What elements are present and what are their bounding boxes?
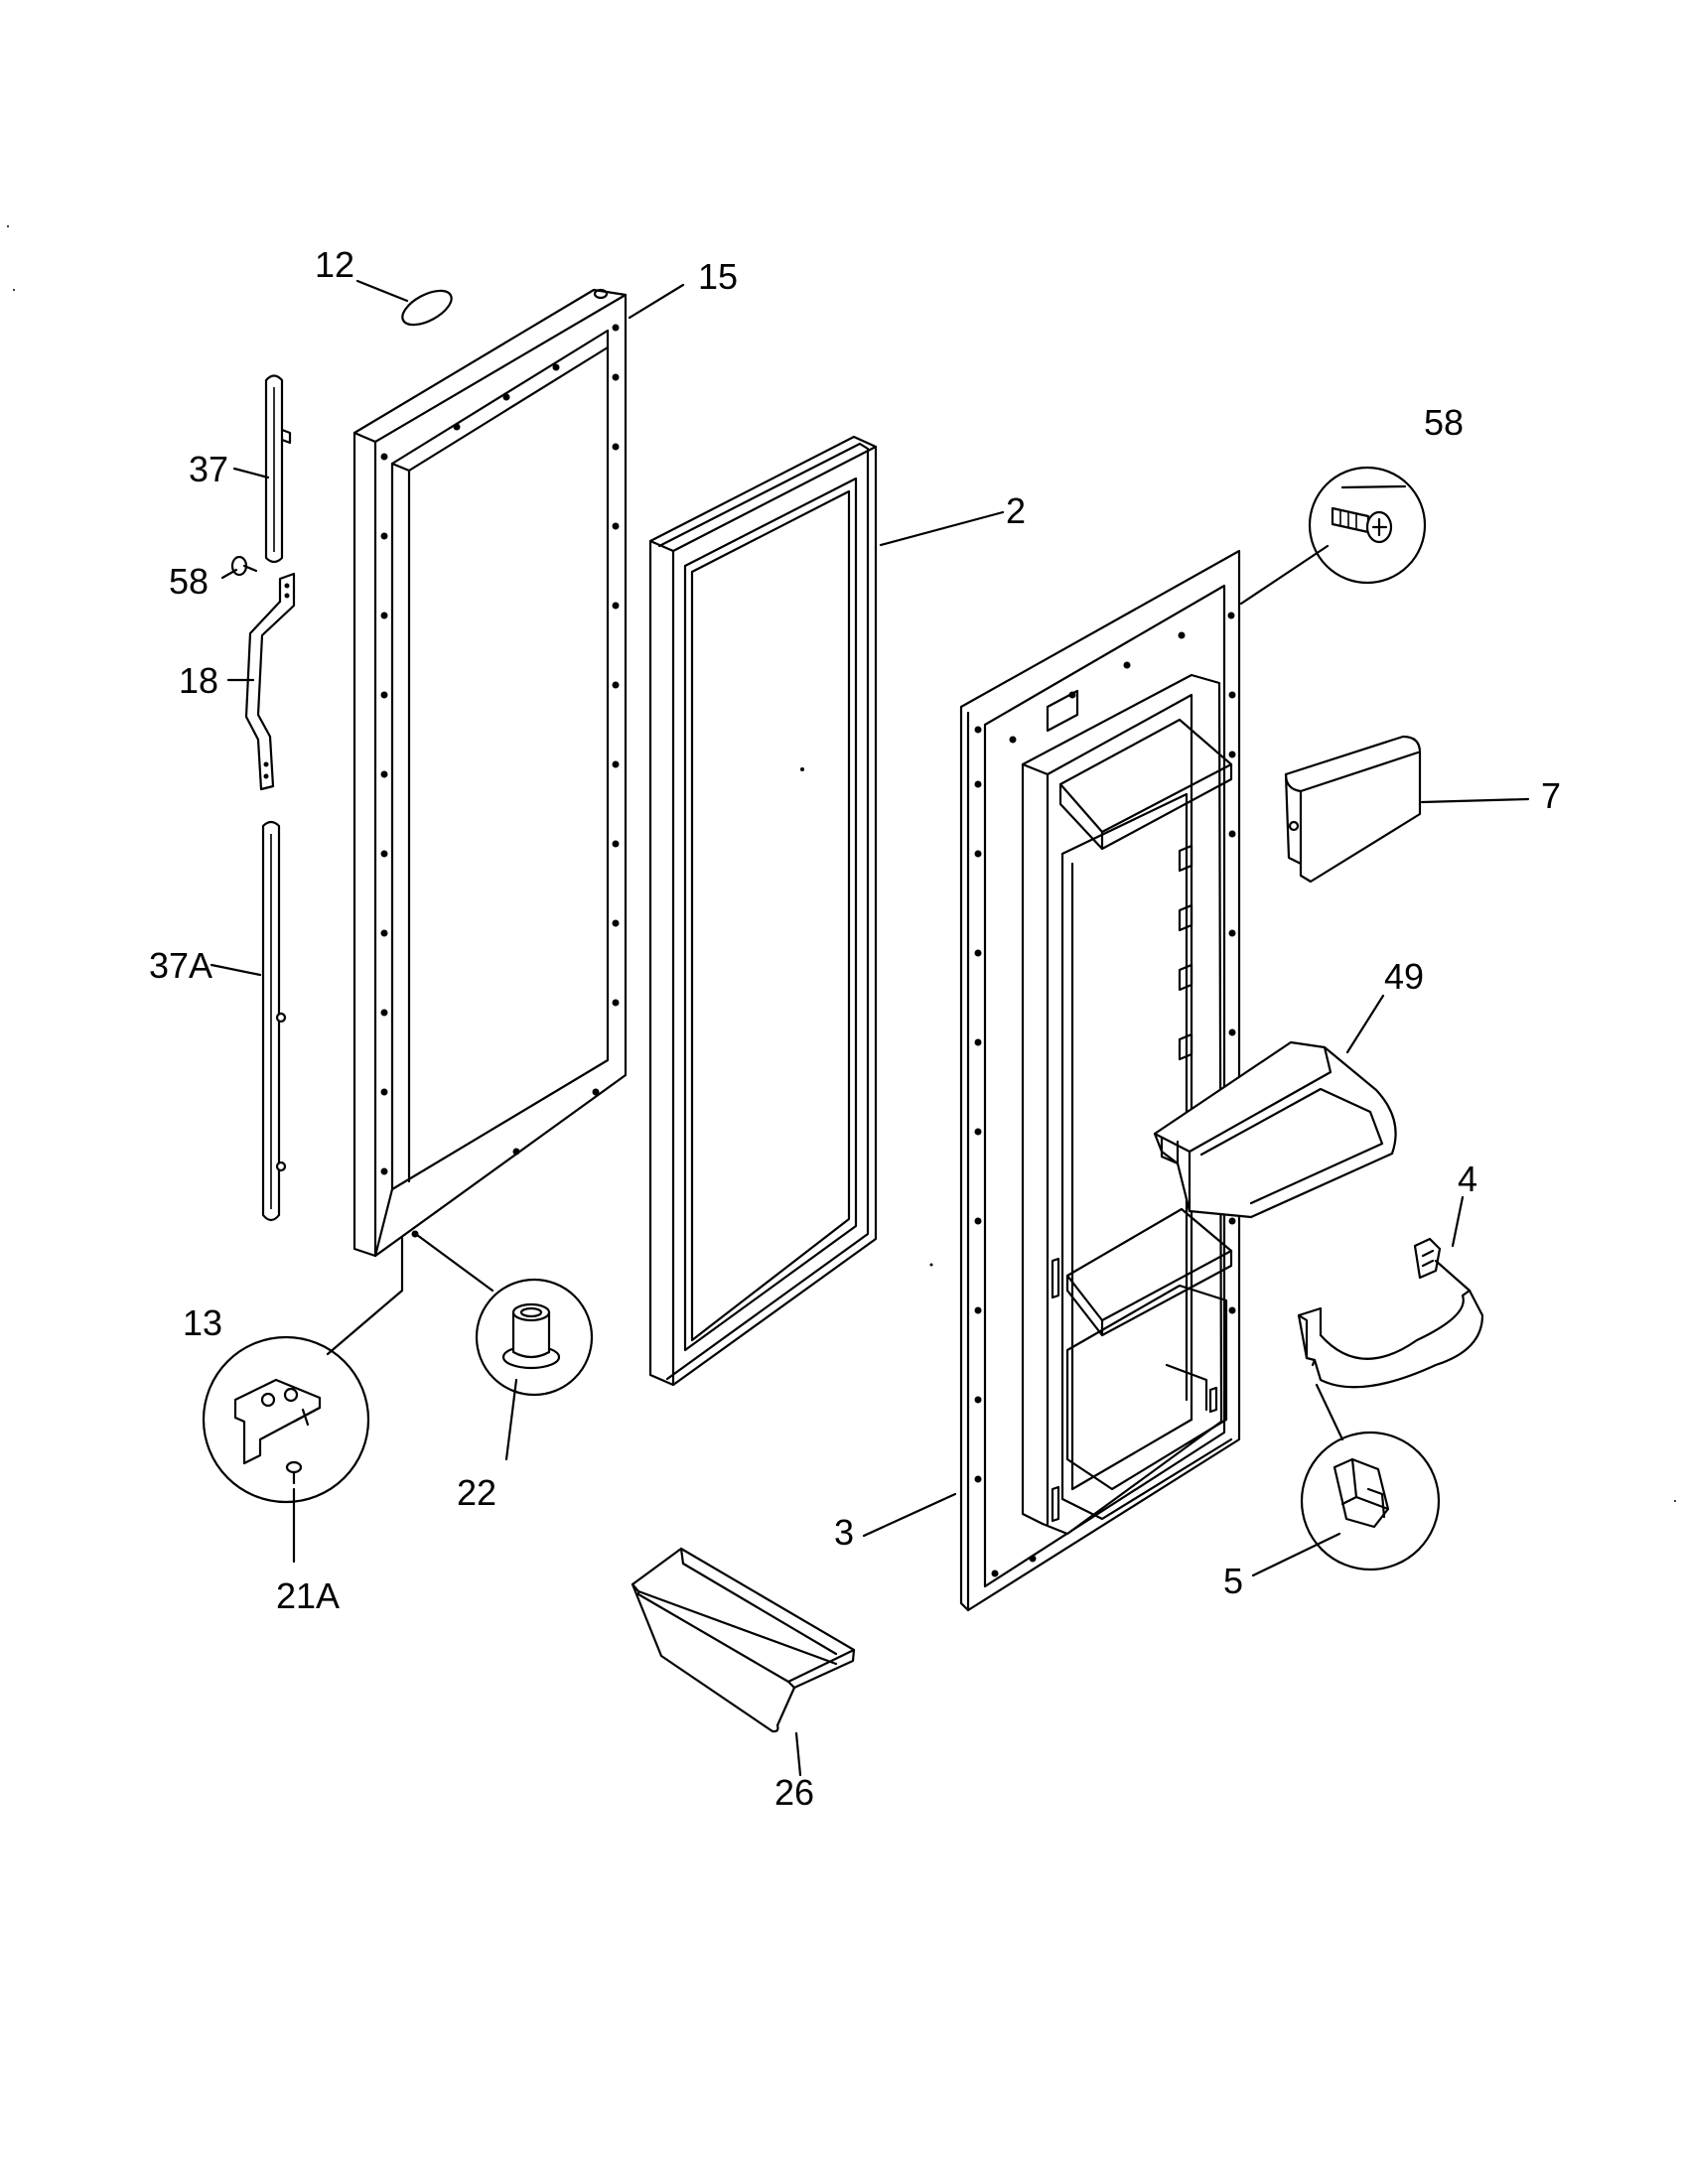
leader-lines (210, 279, 1530, 1777)
label-26: 26 (774, 1772, 814, 1813)
part-12-oval-plug (401, 289, 453, 327)
part-58-small-screw (230, 555, 258, 577)
label-13: 13 (183, 1302, 222, 1343)
part-5-clip-detail (1300, 1431, 1441, 1571)
label-37: 37 (189, 449, 228, 489)
label-3: 3 (834, 1512, 854, 1553)
label-58-right: 58 (1424, 402, 1464, 443)
part-37a-long-strip (261, 820, 287, 1222)
part-15-door-frame (352, 288, 628, 1258)
label-2: 2 (1006, 490, 1026, 531)
part-18-handle-bracket (244, 572, 296, 791)
part-2-door-gasket (648, 435, 878, 1387)
part-13-hinge-detail (202, 1335, 370, 1504)
part-labels: 12 15 37 58 18 37A 13 21A 22 2 58 7 49 4… (149, 244, 1561, 1813)
part-26-bottom-bin (631, 1547, 856, 1733)
label-12: 12 (315, 244, 354, 285)
label-58-left: 58 (169, 561, 209, 602)
label-37a: 37A (149, 945, 212, 986)
label-49: 49 (1384, 956, 1424, 997)
part-7-cover (1284, 735, 1422, 884)
label-15: 15 (698, 256, 738, 297)
label-7: 7 (1541, 775, 1561, 816)
label-22: 22 (457, 1472, 496, 1513)
part-4-retainer-bar (1297, 1237, 1484, 1389)
part-3-door-liner (959, 549, 1241, 1612)
part-22-bushing-detail (475, 1278, 594, 1397)
label-5: 5 (1223, 1561, 1243, 1601)
label-18: 18 (179, 660, 218, 701)
label-4: 4 (1458, 1159, 1477, 1199)
label-21a: 21A (276, 1575, 340, 1616)
part-58-screw-detail (1308, 466, 1427, 585)
part-37-top-strip (264, 374, 292, 564)
scan-specks (7, 225, 1676, 1502)
part-49-door-bin (1153, 1040, 1397, 1219)
